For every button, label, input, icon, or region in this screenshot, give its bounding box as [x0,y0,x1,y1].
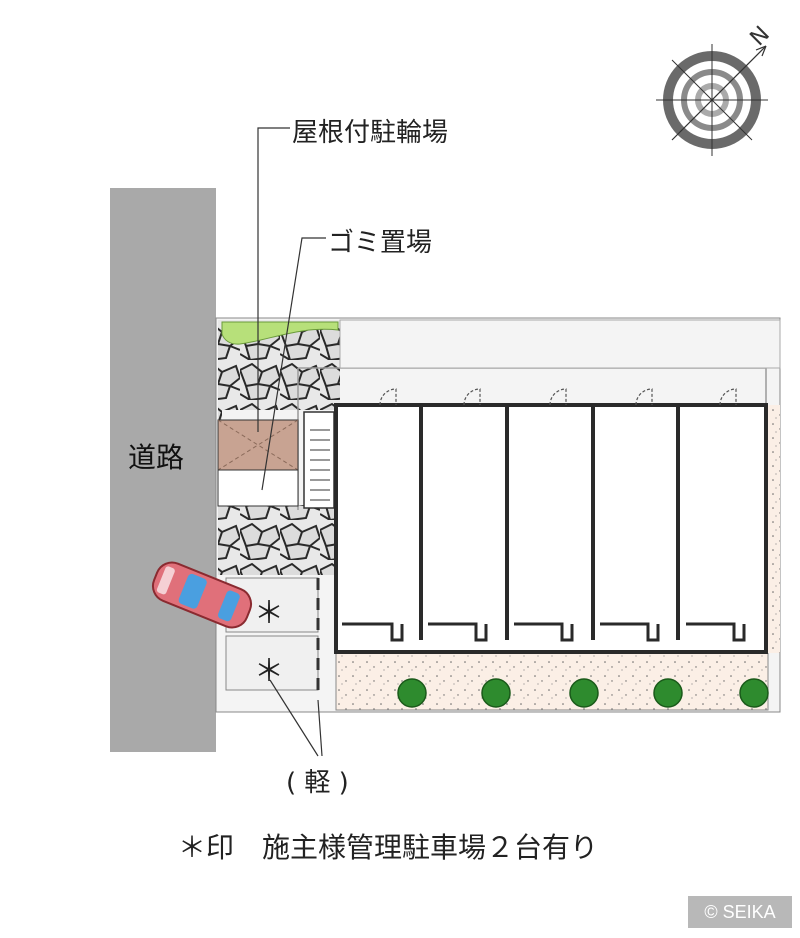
bicycle-parking-label: 屋根付駐輪場 [292,118,449,148]
parking-mark-1: ＊ [254,596,284,631]
building [334,403,768,654]
parking-mark-2: ＊ [254,654,284,689]
leader-lines [257,127,326,757]
footnote: ＊印 施主様管理駐車場２台有り [178,831,599,864]
parking-space-2 [225,635,319,691]
road-label: 道路 [128,441,185,474]
light-vehicle-label: ( 軽 ) [286,768,349,798]
lawn [221,321,339,345]
compass-rose-icon [656,44,768,156]
car-icon [151,561,253,629]
tree-icon [397,678,769,708]
road [110,188,216,752]
garbage-label: ゴミ置場 [328,228,433,258]
door-swing-icon [379,388,737,406]
bike-shed-cross [217,419,299,471]
copyright-badge: © SEIKA [688,896,792,928]
stone-area-mid [218,505,338,575]
walkway-fill [339,319,781,369]
garbage-area [217,469,299,507]
